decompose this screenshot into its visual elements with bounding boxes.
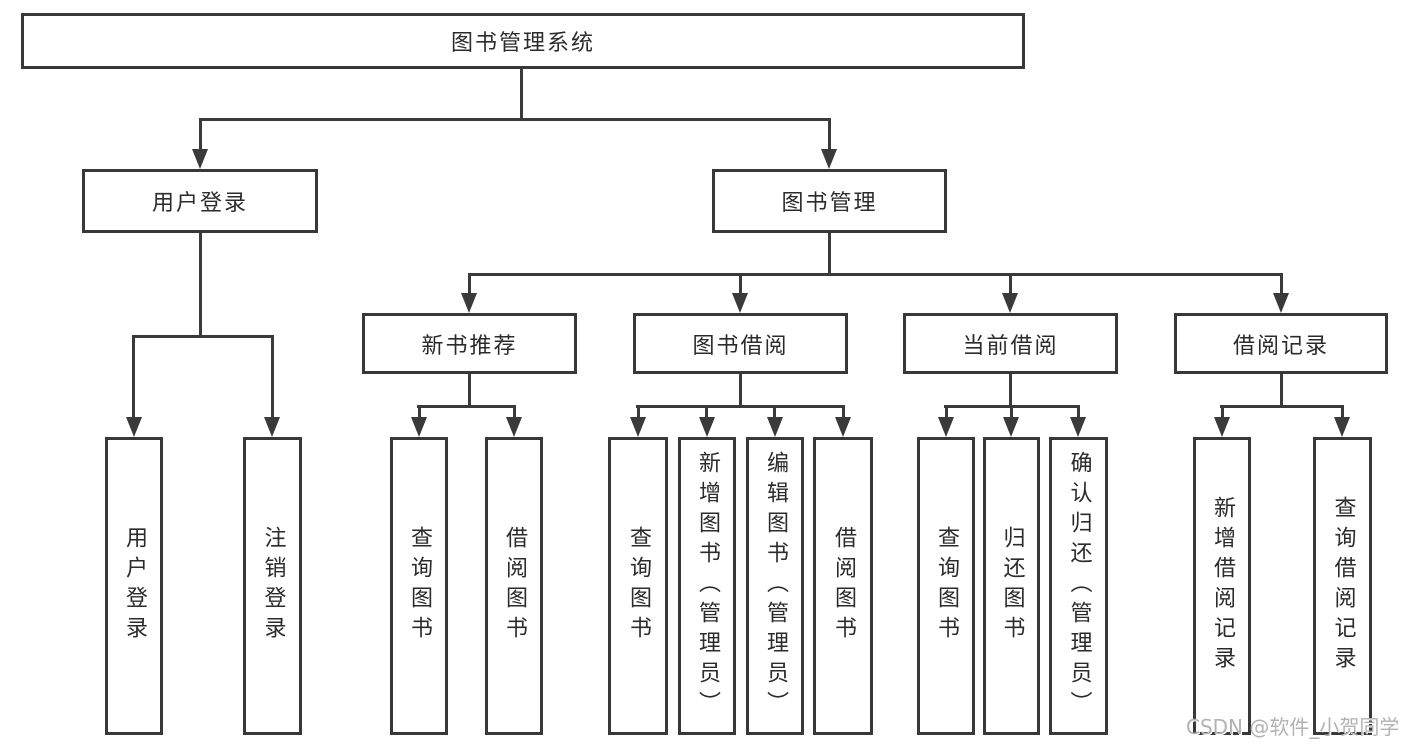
connector-to-leaf	[1077, 405, 1080, 419]
arrowhead-down-icon	[506, 417, 522, 437]
leaf-label: 查询借阅记录	[1330, 496, 1356, 676]
leaf-label: 用户登录	[122, 526, 147, 646]
arrowhead-down-icon	[1002, 293, 1018, 313]
leaf-label: 查询图书	[934, 526, 959, 646]
arrowhead-down-icon	[630, 417, 646, 437]
leaf-add-books-admin: 新增图书（管理员）	[678, 437, 736, 735]
arrowhead-down-icon	[264, 417, 280, 437]
connector-split-borrowing	[636, 405, 845, 408]
leaf-borrow-books-borrowing: 借阅图书	[813, 437, 873, 735]
leaf-label: 编辑图书（管理员）	[763, 451, 788, 721]
connector-to-borrowing-records	[1280, 273, 1283, 295]
leaf-query-books-recommend: 查询图书	[390, 437, 448, 735]
connector-split-level1	[199, 118, 831, 121]
node-user-login: 用户登录	[82, 169, 318, 233]
arrowhead-down-icon	[1070, 417, 1086, 437]
leaf-user-login: 用户登录	[105, 437, 163, 735]
arrowhead-down-icon	[192, 149, 208, 169]
node-book-management-system: 图书管理系统	[21, 13, 1025, 69]
connector-current-stem	[1009, 374, 1012, 407]
connector-split-user-login	[132, 335, 274, 338]
node-label: 当前借阅	[962, 333, 1059, 359]
arrowhead-down-icon	[126, 417, 142, 437]
connector-book-management-stem	[828, 233, 831, 275]
arrowhead-down-icon	[1273, 293, 1289, 313]
leaf-add-borrow-record: 新增借阅记录	[1193, 437, 1251, 735]
connector-to-leaf	[1010, 405, 1013, 419]
connector-to-book-borrowing	[739, 273, 742, 295]
node-book-management: 图书管理	[712, 169, 947, 233]
connector-borrowing-stem	[739, 374, 742, 407]
leaf-label: 确认归还（管理员）	[1066, 451, 1092, 721]
connector-split-recommend	[417, 405, 516, 408]
connector-to-leaf	[1341, 405, 1344, 419]
leaf-borrow-books-recommend: 借阅图书	[485, 437, 543, 735]
arrowhead-down-icon	[1003, 417, 1019, 437]
node-borrowing-records: 借阅记录	[1174, 313, 1388, 374]
node-label: 借阅记录	[1232, 333, 1329, 359]
connector-to-leaf	[271, 335, 274, 419]
connector-to-leaf	[842, 405, 845, 419]
leaf-edit-books-admin: 编辑图书（管理员）	[746, 437, 804, 735]
leaf-query-borrow-record: 查询借阅记录	[1313, 437, 1372, 735]
arrowhead-down-icon	[835, 417, 851, 437]
node-label: 图书借阅	[692, 333, 789, 359]
node-book-borrowing: 图书借阅	[633, 313, 848, 374]
connector-to-leaf	[1221, 405, 1224, 419]
leaf-label: 新增图书（管理员）	[695, 451, 720, 721]
arrowhead-down-icon	[461, 293, 477, 313]
connector-records-stem	[1280, 374, 1283, 407]
leaf-label: 新增借阅记录	[1210, 496, 1235, 676]
leaf-return-books: 归还图书	[983, 437, 1040, 735]
node-label: 图书管理	[781, 191, 878, 216]
connector-to-book-management	[828, 118, 831, 151]
connector-user-login-stem	[199, 233, 202, 337]
node-label: 用户登录	[151, 191, 248, 216]
leaf-confirm-return-admin: 确认归还（管理员）	[1049, 437, 1108, 735]
leaf-query-books-borrowing: 查询图书	[608, 437, 668, 735]
arrowhead-down-icon	[938, 417, 954, 437]
leaf-label: 归还图书	[999, 526, 1025, 646]
leaf-logout: 注销登录	[243, 437, 302, 735]
csdn-watermark: CSDN @软件_小贺同学	[1186, 715, 1400, 739]
leaf-label: 借阅图书	[831, 526, 856, 646]
arrowhead-down-icon	[1334, 417, 1350, 437]
connector-to-leaf	[705, 405, 708, 419]
connector-to-leaf	[945, 405, 948, 419]
node-current-borrowing: 当前借阅	[903, 313, 1118, 374]
node-label: 图书管理系统	[450, 31, 595, 56]
arrowhead-down-icon	[1214, 417, 1230, 437]
connector-split-level2	[468, 273, 1283, 276]
leaf-label: 查询图书	[407, 526, 432, 646]
leaf-query-books-current: 查询图书	[917, 437, 975, 735]
node-new-book-recommend: 新书推荐	[362, 313, 577, 374]
connector-to-current-borrowing	[1009, 273, 1012, 295]
arrowhead-down-icon	[699, 417, 715, 437]
leaf-label: 借阅图书	[502, 526, 527, 646]
connector-recommend-stem	[468, 374, 471, 407]
arrowhead-down-icon	[767, 417, 783, 437]
connector-split-records	[1220, 405, 1344, 408]
leaf-label: 注销登录	[260, 526, 286, 646]
connector-to-leaf	[418, 405, 421, 419]
leaf-label: 查询图书	[626, 526, 651, 646]
connector-to-leaf	[132, 335, 135, 419]
connector-to-leaf	[513, 405, 516, 419]
connector-root-stem	[520, 68, 523, 118]
node-label: 新书推荐	[421, 333, 518, 359]
connector-to-leaf	[773, 405, 776, 419]
arrowhead-down-icon	[732, 293, 748, 313]
connector-to-user-login	[199, 118, 202, 151]
arrowhead-down-icon	[821, 149, 837, 169]
connector-to-leaf	[637, 405, 640, 419]
connector-to-new-book-recommend	[468, 273, 471, 295]
arrowhead-down-icon	[411, 417, 427, 437]
